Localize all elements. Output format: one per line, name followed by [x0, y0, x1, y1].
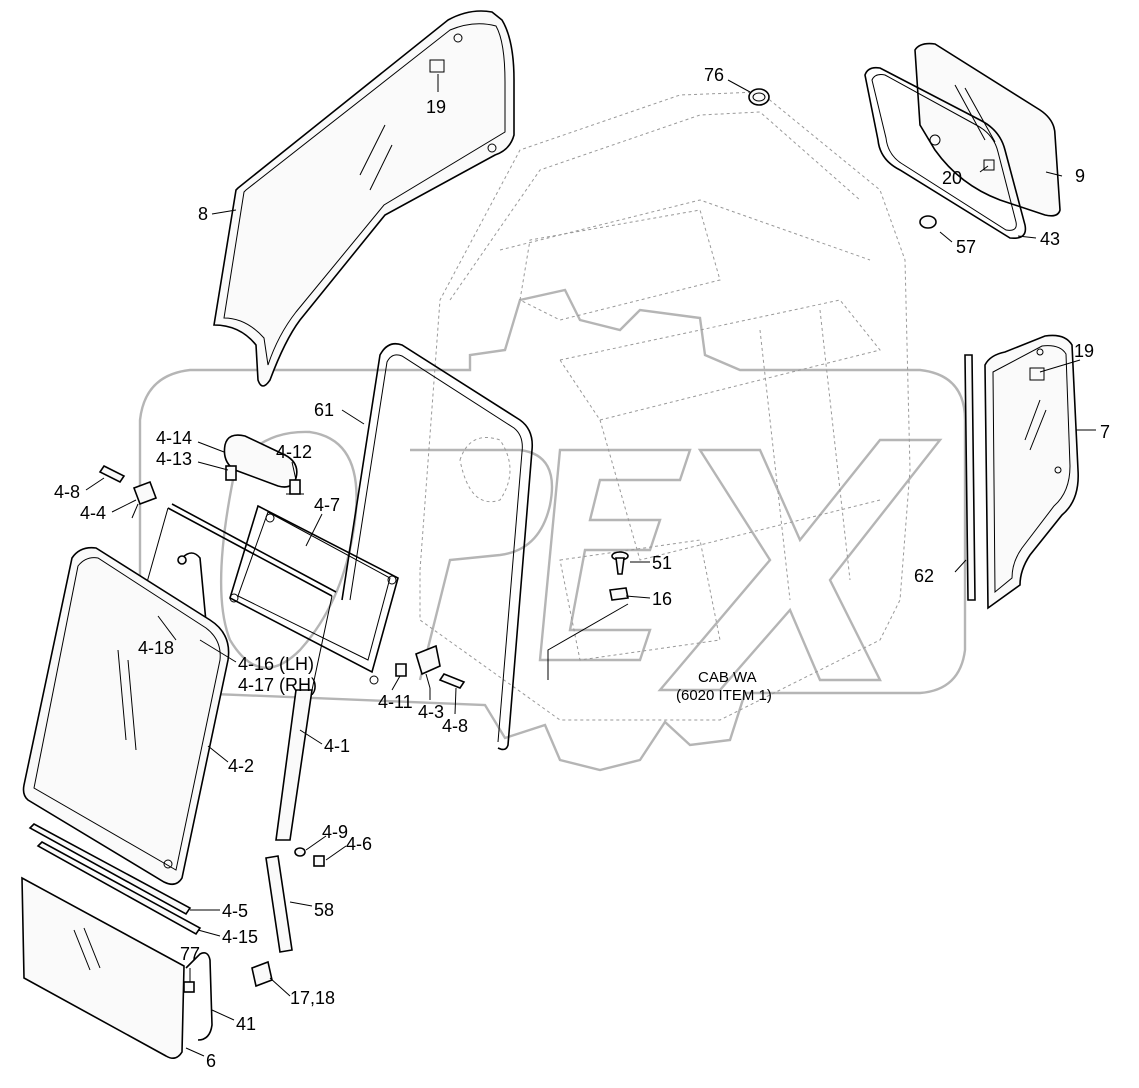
- label-8: 8: [198, 204, 208, 224]
- label-4-12: 4-12: [276, 442, 312, 462]
- label-41: 41: [236, 1014, 256, 1034]
- part-7-side-glass: [984, 334, 1079, 610]
- part-4-5-strip: [28, 823, 192, 916]
- part-51-screw: [611, 551, 629, 575]
- part-16-nut: [609, 587, 629, 601]
- label-4-4: 4-4: [80, 503, 106, 523]
- label-7: 7: [1100, 422, 1110, 442]
- label-6020-item-1: (6020 ITEM 1): [676, 687, 772, 704]
- label-4-16-lh: 4-16 (LH): [238, 654, 314, 674]
- part-4-11-bolt: [395, 663, 407, 677]
- part-4-7-door-frame: [141, 503, 399, 691]
- leader-lines: [85, 74, 1096, 1057]
- part-76-grommet: [748, 88, 770, 106]
- part-4-4-latch: [131, 480, 158, 519]
- label-4-5: 4-5: [222, 901, 248, 921]
- label-51: 51: [652, 553, 672, 573]
- label-17-18: 17,18: [290, 988, 335, 1008]
- label-4-11: 4-11: [378, 692, 413, 712]
- label-9: 9: [1075, 166, 1085, 186]
- label-58: 58: [314, 900, 334, 920]
- label-4-15: 4-15: [222, 927, 258, 947]
- label-43: 43: [1040, 229, 1060, 249]
- part-17-18-clip: [251, 960, 273, 988]
- label-cab-wa: CAB WA: [698, 669, 757, 686]
- part-77-clip: [183, 981, 195, 993]
- label-4-1: 4-1: [324, 736, 350, 756]
- label-4-7: 4-7: [314, 495, 340, 515]
- label-77: 77: [180, 944, 200, 964]
- label-4-8-lower: 4-8: [442, 716, 468, 736]
- part-4-2-door-glass: [22, 546, 230, 886]
- label-6: 6: [206, 1051, 216, 1071]
- label-4-3: 4-3: [418, 702, 444, 722]
- part-4-8-bolt-upper: [98, 464, 126, 484]
- part-61-door-seal: [341, 342, 534, 751]
- part-41-seal: [185, 952, 213, 1041]
- part-58-strip: [265, 855, 293, 953]
- part-62-strip: [964, 354, 976, 601]
- label-76: 76: [704, 65, 724, 85]
- label-4-17-rh: 4-17 (RH): [238, 675, 317, 695]
- part-4-15-strip: [36, 841, 202, 936]
- label-4-6: 4-6: [346, 834, 372, 854]
- part-9-side-glass: [914, 42, 1061, 217]
- label-57: 57: [956, 237, 976, 257]
- cab-frame: [419, 91, 911, 721]
- part-4-1-post: [275, 689, 313, 841]
- part-6-lower-glass: [21, 876, 185, 1060]
- part-4-9-washer: [294, 847, 306, 857]
- label-61: 61: [314, 400, 334, 420]
- label-20: 20: [942, 168, 962, 188]
- part-labels: 76 19 8 9 20 43 57 19 61 7 4-14 4-13 4-1…: [54, 65, 1110, 1071]
- label-4-8-upper: 4-8: [54, 482, 80, 502]
- label-4-2: 4-2: [228, 756, 254, 776]
- part-4-8-bolt-lower: [438, 673, 466, 689]
- watermark: [138, 288, 967, 772]
- part-4-12-bolt: [286, 479, 304, 495]
- part-4-3-latch: [415, 644, 441, 689]
- part-57-ring: [919, 215, 937, 229]
- label-19-right: 19: [1074, 341, 1094, 361]
- label-19-top: 19: [426, 97, 446, 117]
- label-16: 16: [652, 589, 672, 609]
- label-4-18: 4-18: [138, 638, 174, 658]
- label-4-9: 4-9: [322, 822, 348, 842]
- part-4-6-nut: [313, 855, 325, 867]
- part-8-rear-glass: [213, 10, 515, 387]
- label-4-14: 4-14: [156, 428, 192, 448]
- label-62: 62: [914, 566, 934, 586]
- label-4-13: 4-13: [156, 449, 192, 469]
- part-43-seal: [864, 66, 1027, 240]
